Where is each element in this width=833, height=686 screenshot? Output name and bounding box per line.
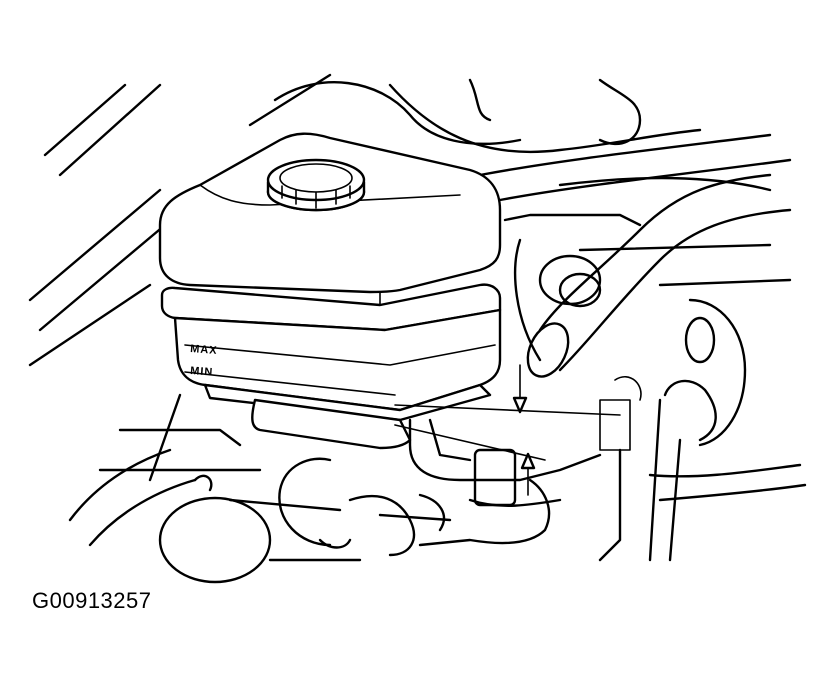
level-gap-indicator xyxy=(394,364,621,496)
reservoir-cap xyxy=(266,158,366,212)
max-level-label: MAX xyxy=(190,343,218,357)
figure-id-caption: G00913257 xyxy=(32,588,152,613)
engine-bay-background xyxy=(28,73,792,367)
master-cylinder xyxy=(378,418,602,547)
vacuum-hose xyxy=(513,173,792,378)
brake-booster xyxy=(598,298,807,562)
fluid-reservoir: MAX MIN xyxy=(158,132,502,450)
lower-hoses xyxy=(68,393,416,584)
min-level-label: MIN xyxy=(190,365,214,379)
